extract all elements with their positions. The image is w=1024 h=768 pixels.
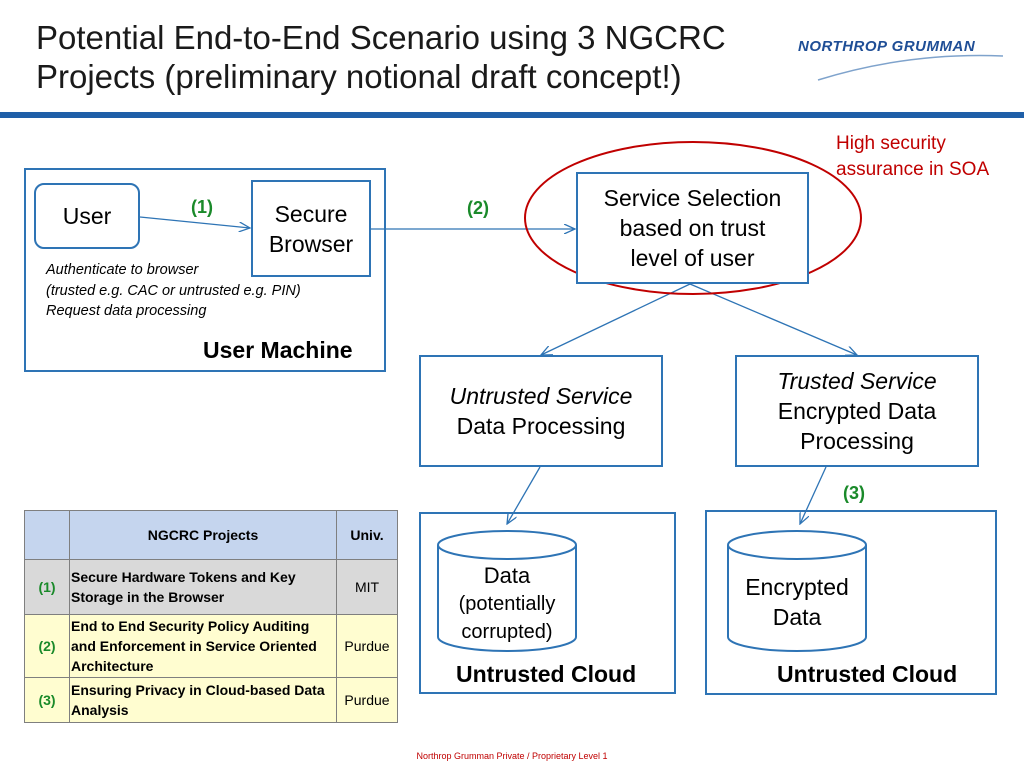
data-cylinder-icon (437, 530, 577, 652)
trusted-service-line-3: Processing (800, 428, 914, 454)
footer-classification: Northrop Grumman Private / Proprietary L… (416, 751, 608, 761)
ngcrc-projects-table: NGCRC Projects Univ. (1) Secure Hardware… (24, 510, 398, 723)
high-security-note: High security assurance in SOA (836, 131, 989, 183)
service-selection-box: Service Selection based on trust level o… (576, 172, 809, 284)
table-header-blank (24, 510, 70, 560)
secure-browser-box: Secure Browser (251, 180, 371, 277)
slide-title: Potential End-to-End Scenario using 3 NG… (36, 18, 726, 96)
step-3-label: (3) (843, 483, 865, 503)
user-label: User (62, 203, 112, 229)
note-line-1: Authenticate to browser (46, 262, 199, 278)
arrow-untrusted-to-data (507, 466, 541, 524)
high-security-note-line-2: assurance in SOA (836, 159, 990, 180)
authentication-note: Authenticate to browser (trusted e.g. CA… (46, 260, 301, 322)
table-header-univ: Univ. (336, 510, 398, 560)
service-selection-line-2: based on trust (619, 215, 766, 241)
title-divider (0, 112, 1024, 118)
encrypted-data-line-2: Data (772, 604, 822, 630)
step-1-label: (1) (191, 197, 213, 217)
untrusted-service-title: Untrusted Service (449, 383, 633, 409)
secure-browser-line-1: Secure (274, 200, 348, 227)
trusted-service-line-2: Encrypted Data (777, 398, 937, 424)
untrusted-service-subtitle: Data Processing (456, 413, 626, 439)
untrusted-cloud-right-label: Untrusted Cloud (777, 661, 958, 687)
encrypted-data-cylinder-icon (727, 530, 867, 652)
project-num: (3) (24, 677, 70, 723)
slide-title-line-2: Projects (preliminary notional draft con… (36, 58, 682, 95)
encrypted-data-line-1: Encrypted (745, 574, 849, 600)
table-row: (2) End to End Security Policy Auditing … (24, 614, 398, 678)
encrypted-data-text: Encrypted Data (728, 572, 866, 632)
project-univ: Purdue (336, 614, 398, 678)
high-security-note-line-1: High security (836, 133, 946, 154)
data-cylinder-text: Data (potentially corrupted) (438, 562, 576, 646)
service-selection-line-1: Service Selection (603, 185, 782, 211)
user-box: User (34, 183, 140, 249)
user-machine-label: User Machine (203, 337, 353, 363)
table-header-projects: NGCRC Projects (69, 510, 337, 560)
logo-wordmark: NORTHROP GRUMMAN (798, 38, 976, 55)
untrusted-cloud-left-label: Untrusted Cloud (456, 661, 637, 687)
slide-title-line-1: Potential End-to-End Scenario using 3 NG… (36, 19, 726, 56)
northrop-grumman-logo: NORTHROP GRUMMAN (798, 30, 1008, 86)
arrow-selection-to-trusted (689, 283, 857, 355)
project-name: End to End Security Policy Auditing and … (69, 614, 337, 678)
data-subtitle-line-2: corrupted) (461, 621, 553, 643)
arrow-trusted-to-encrypted-data (800, 466, 827, 524)
project-univ: MIT (336, 559, 398, 615)
note-line-3: Request data processing (46, 303, 207, 319)
step-2-label: (2) (467, 198, 489, 218)
project-num: (1) (24, 559, 70, 615)
project-univ: Purdue (336, 677, 398, 723)
arrow-selection-to-untrusted (541, 283, 691, 355)
table-header-row: NGCRC Projects Univ. (24, 510, 398, 560)
table-row: (1) Secure Hardware Tokens and Key Stora… (24, 559, 398, 615)
service-selection-line-3: level of user (630, 245, 755, 271)
trusted-service-title: Trusted Service (777, 368, 937, 394)
data-subtitle-line-1: (potentially (458, 593, 556, 615)
secure-browser-line-2: Browser (268, 230, 354, 257)
high-security-ellipse (524, 141, 862, 295)
note-line-2: (trusted e.g. CAC or untrusted e.g. PIN) (46, 282, 301, 299)
trusted-service-box: Trusted Service Encrypted Data Processin… (735, 355, 979, 467)
table-row: (3) Ensuring Privacy in Cloud-based Data… (24, 677, 398, 723)
logo-swoosh-icon (817, 54, 1004, 81)
untrusted-service-box: Untrusted Service Data Processing (419, 355, 663, 467)
data-label: Data (483, 563, 531, 588)
project-num: (2) (24, 614, 70, 678)
project-name: Ensuring Privacy in Cloud-based Data Ana… (69, 677, 337, 723)
arrow-user-to-browser (139, 216, 250, 228)
project-name: Secure Hardware Tokens and Key Storage i… (69, 559, 337, 615)
